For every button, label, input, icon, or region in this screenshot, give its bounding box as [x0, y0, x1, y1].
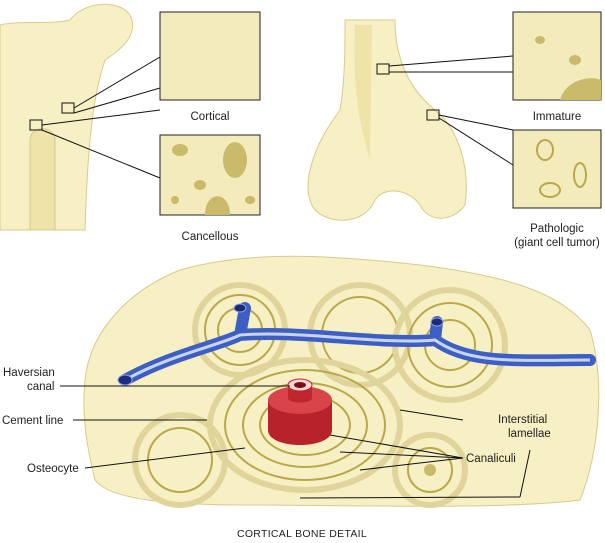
cement-line-label: Cement line [2, 415, 63, 427]
immature-sample-box [376, 63, 390, 75]
pathologic-label-line1: Pathologic [530, 223, 584, 235]
distal-femur-illustration [307, 19, 467, 221]
figure-caption: CORTICAL BONE DETAIL [237, 528, 367, 540]
pathologic-label-line2: (giant cell tumor) [514, 237, 600, 249]
pathologic-inset [512, 129, 602, 209]
proximal-femur-illustration [0, 3, 134, 231]
canaliculi-label: Canaliculi [466, 453, 516, 465]
immature-label: Immature [533, 111, 582, 123]
cancellous-label: Cancellous [182, 231, 239, 243]
interstitial-lamellae-label-line1: Interstitial [498, 414, 547, 426]
haversian-canal-label-line1: Haversian [3, 367, 55, 379]
cortical-bone-detail-illustration [83, 255, 600, 508]
cortical-inset [159, 11, 261, 101]
cortical-label: Cortical [191, 111, 230, 123]
osteocyte-label: Osteocyte [27, 463, 79, 475]
haversian-canal-cylinder [268, 378, 332, 445]
interstitial-lamellae-label-line2: lamellae [508, 428, 551, 440]
vessel-opening [117, 374, 133, 386]
haversian-canal-label-line2: canal [27, 381, 55, 393]
